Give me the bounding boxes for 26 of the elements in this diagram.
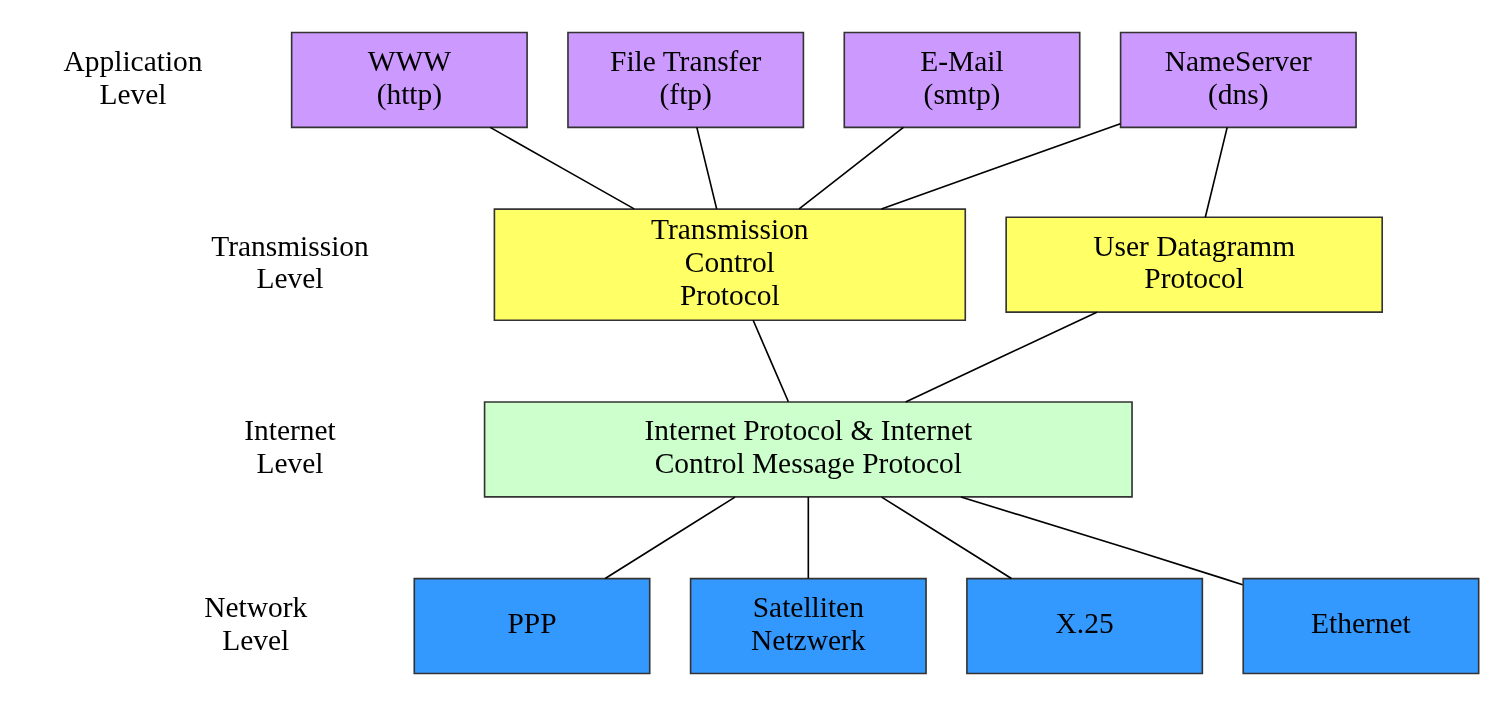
connector: [752, 319, 790, 403]
node-box: WWW (http): [290, 31, 528, 129]
connector: [960, 496, 1244, 586]
node-box: X.25: [966, 577, 1204, 675]
connector: [798, 126, 905, 210]
node-box: NameServer (dns): [1119, 31, 1357, 129]
connector: [489, 126, 635, 210]
node-box: Satelliten Netzwerk: [689, 577, 927, 675]
node-box: Transmission Control Protocol: [493, 208, 967, 322]
node-box: Internet Protocol & Internet Control Message Protocol: [483, 401, 1133, 498]
connector: [604, 496, 736, 580]
connector: [807, 496, 810, 580]
connector: [880, 122, 1122, 210]
node-box: User Datagramm Protocol: [1005, 216, 1383, 313]
connector: [880, 496, 1013, 580]
node-box: E-Mail (smtp): [843, 31, 1081, 129]
node-box: PPP: [413, 577, 651, 675]
connector: [696, 126, 718, 210]
node-box: File Transfer (ftp): [567, 31, 805, 129]
label: Transmission Level: [211, 229, 369, 295]
connector: [904, 311, 1098, 403]
node-box: Ethernet: [1242, 577, 1480, 675]
label: Internet Level: [244, 414, 336, 480]
label: Network Level: [204, 590, 308, 656]
connector: [1204, 126, 1228, 219]
label: Application Level: [63, 44, 203, 110]
